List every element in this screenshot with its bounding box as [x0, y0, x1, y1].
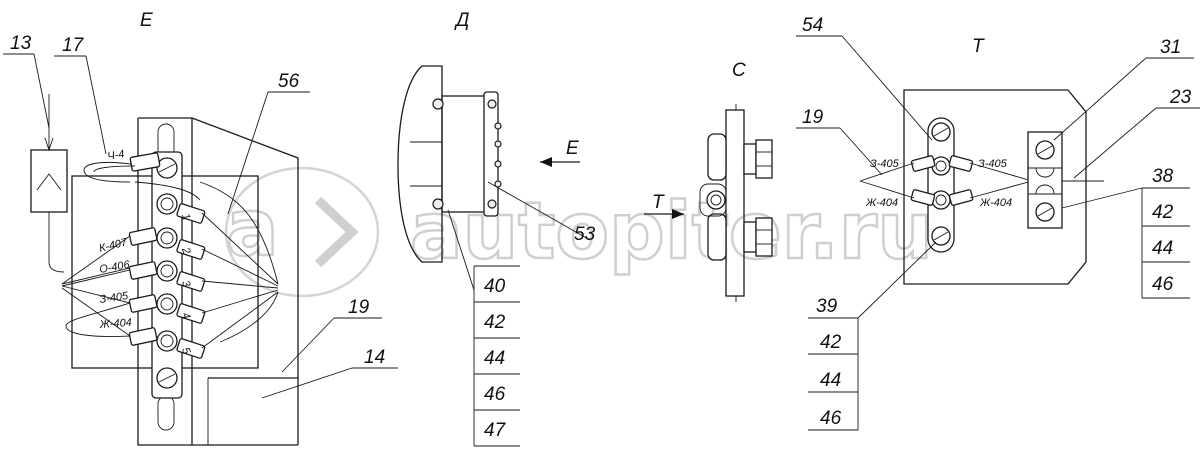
wire-mark-t-z-left: З-405 — [870, 158, 900, 170]
callout-39: 39 — [816, 296, 838, 317]
terminal-number-2: 2 — [179, 245, 193, 256]
callout-56: 56 — [278, 71, 300, 92]
view-t: Т З-405 З-405 Ж-404 Ж-404 — [796, 15, 1200, 431]
stack-40-item-2: 44 — [484, 348, 505, 369]
stack-38-item-1: 44 — [1152, 238, 1173, 259]
stack-40-item-4: 47 — [484, 420, 507, 441]
stack-39-item-2: 46 — [820, 408, 842, 429]
wire-mark-z405: З-405 — [99, 290, 130, 306]
wire-fan-right — [199, 181, 279, 349]
screws-t — [931, 122, 951, 246]
terminal-number-4: 4 — [179, 311, 192, 321]
terminal-number-1: 1 — [179, 212, 192, 222]
wire-mark-t-zh-left: Ж-404 — [865, 197, 898, 209]
callout-23: 23 — [1169, 87, 1192, 108]
view-title-e: Е — [140, 10, 153, 31]
stack-40-item-3: 46 — [484, 384, 506, 405]
terminal-block-d — [483, 91, 499, 217]
callout-19-e: 19 — [348, 297, 370, 318]
view-d: Д 53 Е 40 42 44 46 — [397, 10, 596, 447]
callout-38: 38 — [1152, 166, 1174, 187]
callout-13: 13 — [10, 33, 32, 54]
wire-mark-t-zh-right: Ж-404 — [979, 197, 1012, 209]
view-arrow-t: Т — [652, 192, 665, 213]
terminal-number-3: 3 — [179, 279, 193, 290]
stack-38-item-0: 42 — [1152, 202, 1174, 223]
wire-mark-o406: О-406 — [98, 259, 131, 276]
wire-lugs — [128, 152, 206, 359]
view-e: Е — [3, 10, 398, 446]
callout-19-t: 19 — [802, 107, 824, 128]
stack-38-item-2: 46 — [1152, 274, 1174, 295]
terminal-number-5: 5 — [179, 346, 193, 357]
view-title-d: Д — [454, 10, 469, 31]
stack-39-item-0: 42 — [820, 332, 842, 353]
callout-17: 17 — [62, 35, 85, 56]
stack-40-item-0: 40 — [484, 276, 506, 297]
stack-40-item-1: 42 — [484, 312, 506, 333]
wire-mark-ch4: Ч-4 — [106, 148, 125, 163]
view-title-t: Т — [972, 36, 985, 57]
panel-t — [903, 89, 1087, 285]
stack-39-item-1: 44 — [820, 370, 841, 391]
view-c: С Т — [644, 60, 773, 302]
wire-mark-zh404: Ж-404 — [98, 317, 132, 331]
callout-14: 14 — [364, 347, 385, 368]
view-arrow-e: Е — [566, 138, 579, 159]
wire-mark-t-z-right: З-405 — [978, 158, 1008, 170]
terminal-screws — [156, 157, 178, 389]
wire-mark-k407: К-407 — [98, 236, 129, 255]
callout-31: 31 — [1160, 37, 1181, 58]
bolts-d — [432, 98, 502, 210]
callout-53: 53 — [574, 224, 596, 245]
device-13 — [30, 149, 68, 213]
view-title-c: С — [732, 60, 746, 81]
terminal-strip-t — [927, 117, 955, 253]
wire-bundle — [61, 161, 201, 337]
callout-54: 54 — [802, 15, 823, 36]
